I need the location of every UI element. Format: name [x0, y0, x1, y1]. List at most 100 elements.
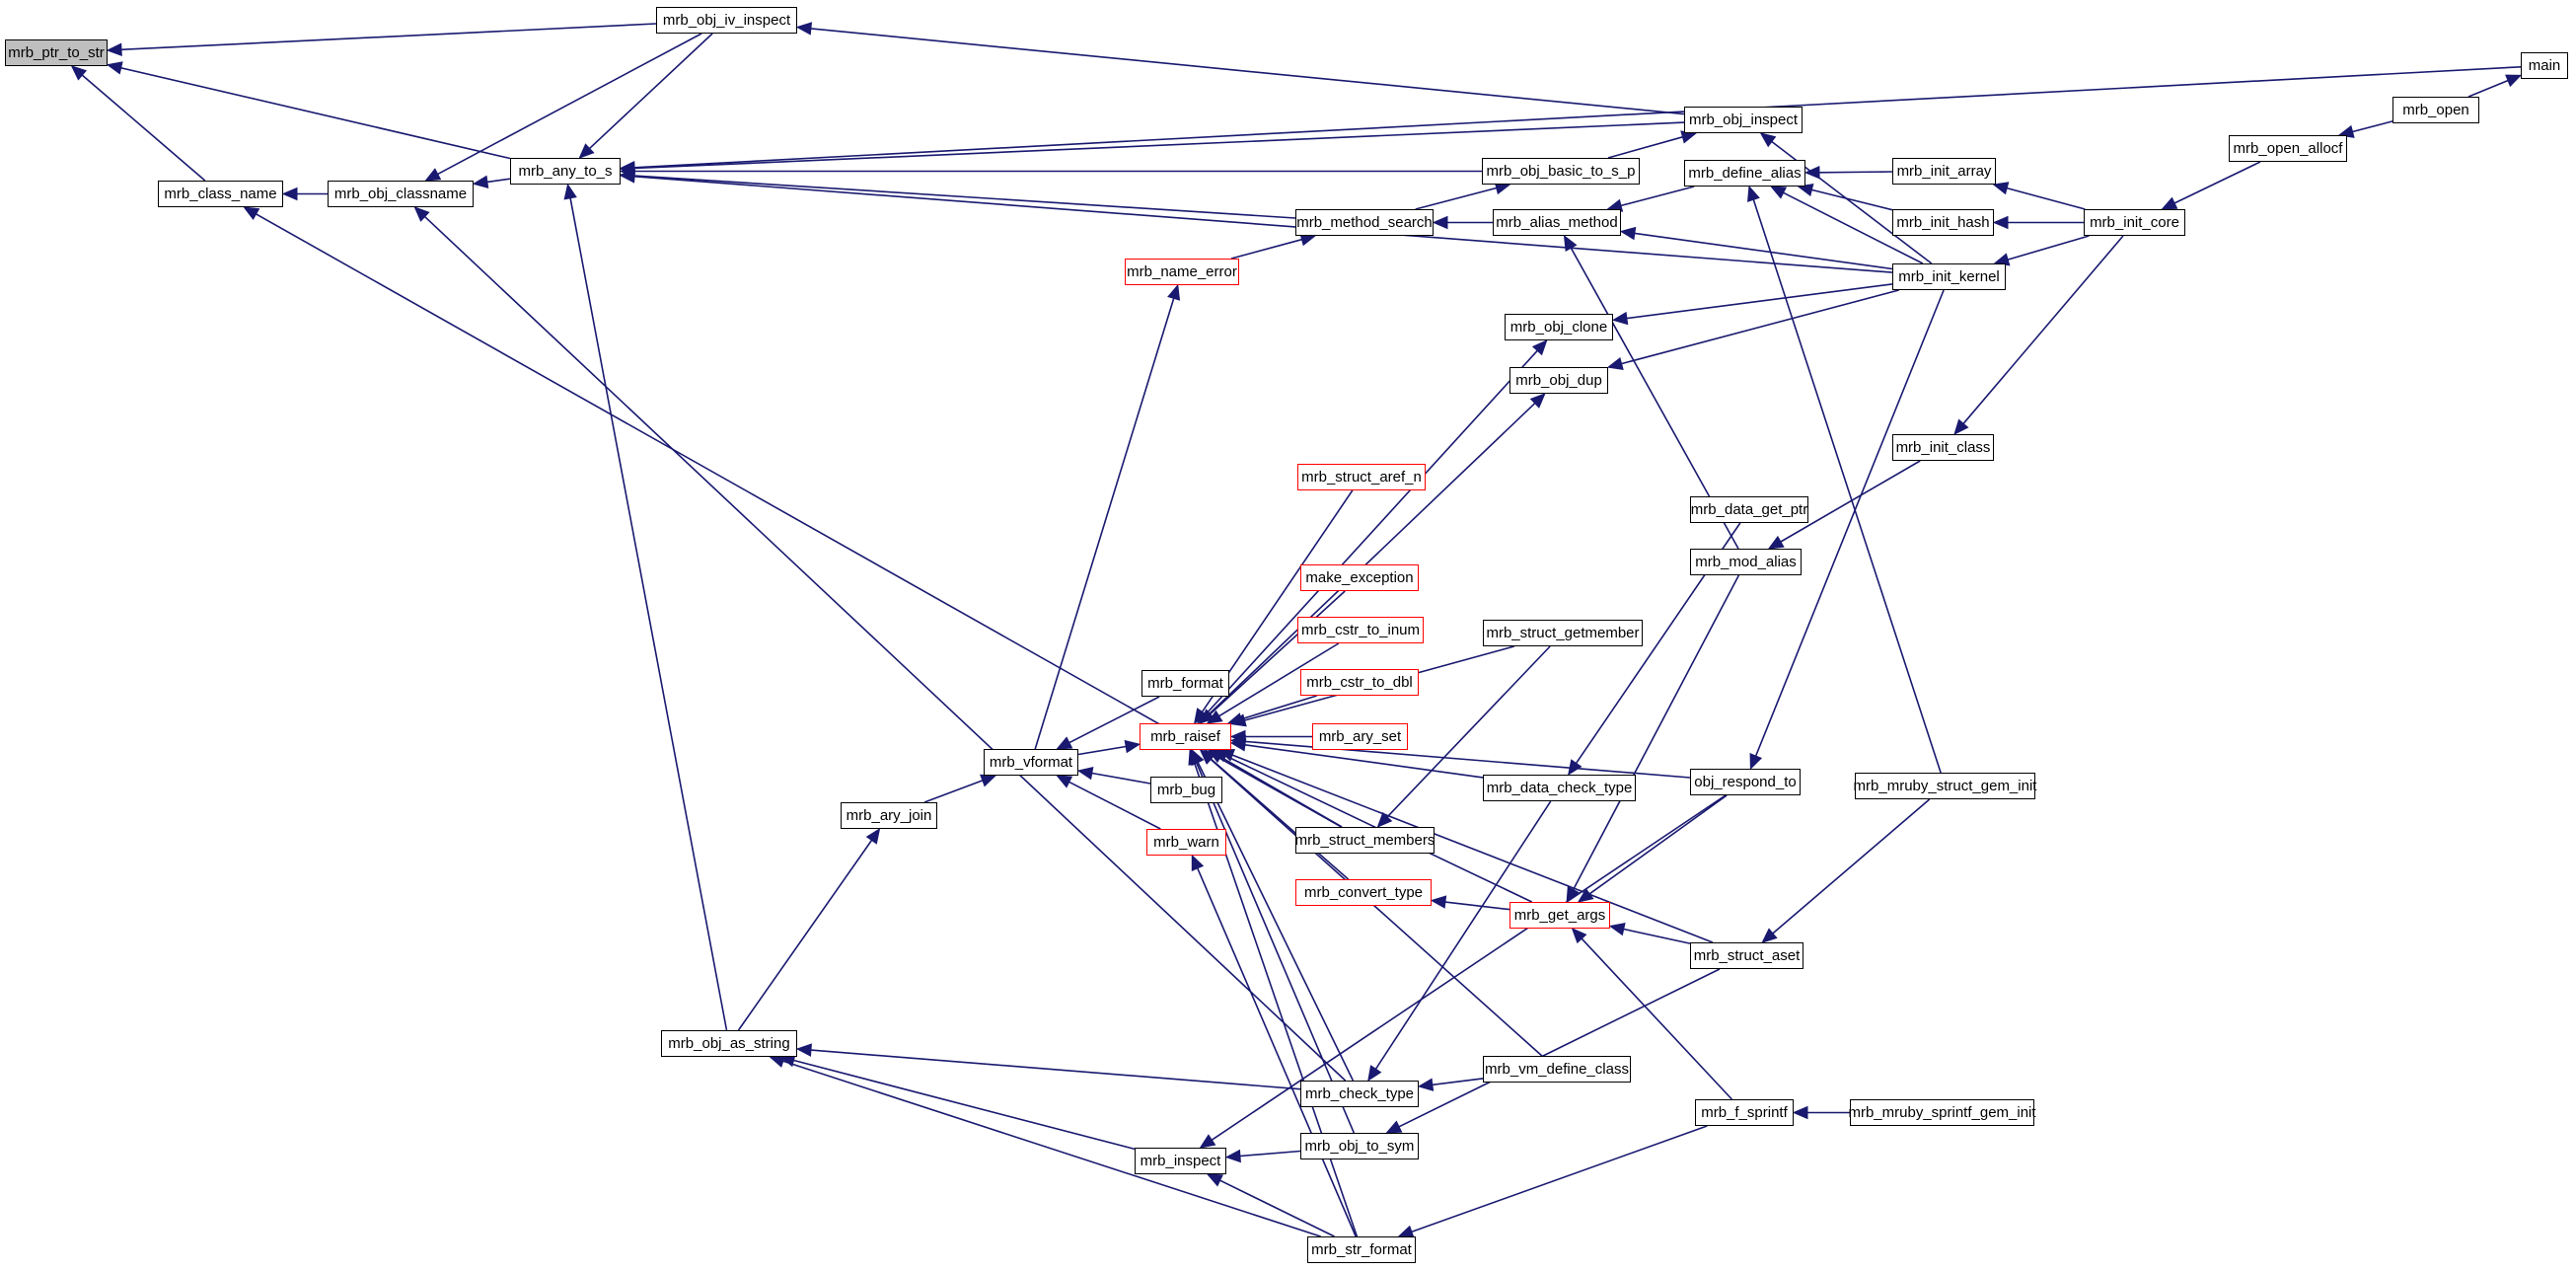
arrowhead — [795, 1043, 812, 1057]
node-mrb-struct-aset[interactable]: mrb_struct_aset — [1690, 942, 1803, 969]
call-edge — [633, 66, 2522, 169]
node-mrb-convert-type[interactable]: mrb_convert_type — [1295, 879, 1432, 906]
node-mrb-obj-iv-inspect[interactable]: mrb_obj_iv_inspect — [656, 7, 797, 34]
call-edge — [486, 178, 511, 184]
node-mrb-define-alias[interactable]: mrb_define_alias — [1684, 160, 1805, 187]
call-edge — [1091, 772, 1151, 785]
arrowhead — [2505, 74, 2523, 88]
call-edge — [1068, 781, 1161, 830]
call-edge — [1068, 696, 1160, 744]
node-mrb-f-sprintf[interactable]: mrb_f_sprintf — [1695, 1099, 1794, 1126]
node-label: mrb_open — [2402, 102, 2469, 118]
node-mrb-init-hash[interactable]: mrb_init_hash — [1892, 209, 1994, 236]
node-mrb-obj-dup[interactable]: mrb_obj_dup — [1509, 367, 1608, 394]
node-label: mrb_init_kernel — [1898, 268, 2000, 285]
call-edge — [1626, 283, 1893, 320]
call-edge — [120, 67, 511, 160]
node-label: mrb_obj_clone — [1509, 319, 1608, 336]
arrowhead — [1193, 708, 1209, 725]
node-mrb-bug[interactable]: mrb_bug — [1150, 777, 1222, 803]
call-edge — [1754, 289, 1945, 757]
call-edge — [589, 33, 713, 149]
arrowhead — [1577, 888, 1594, 903]
call-edge — [2467, 79, 2509, 98]
node-label: mrb_open_allocf — [2233, 140, 2343, 157]
node-label: mrb_struct_aset — [1693, 947, 1801, 964]
call-edge — [1077, 745, 1127, 756]
call-edge — [1634, 232, 1893, 270]
arrowhead — [1761, 928, 1778, 943]
node-mrb-name-error[interactable]: mrb_name_error — [1125, 259, 1239, 285]
node-mrb-open[interactable]: mrb_open — [2392, 97, 2479, 123]
node-mrb-data-check-type[interactable]: mrb_data_check_type — [1483, 775, 1636, 801]
call-edge — [120, 23, 657, 51]
node-mrb-inspect[interactable]: mrb_inspect — [1135, 1148, 1226, 1174]
arrowhead — [1608, 922, 1626, 936]
call-edge — [1211, 794, 1727, 1141]
call-edge — [1581, 937, 1732, 1100]
node-mrb-ptr-to-str[interactable]: mrb_ptr_to_str — [5, 39, 108, 66]
node-label: mrb_mruby_sprintf_gem_init — [1848, 1104, 2036, 1121]
node-mrb-cstr-to-dbl[interactable]: mrb_cstr_to_dbl — [1300, 669, 1419, 696]
node-mrb-init-core[interactable]: mrb_init_core — [2084, 209, 2185, 236]
arrowhead — [1529, 393, 1546, 409]
node-mrb-get-args[interactable]: mrb_get_args — [1509, 902, 1610, 929]
node-mrb-mruby-struct-gem-init[interactable]: mrb_mruby_struct_gem_init — [1854, 773, 2036, 799]
arrowhead — [1769, 186, 1788, 199]
node-mrb-vm-define-class[interactable]: mrb_vm_define_class — [1483, 1056, 1631, 1083]
node-mrb-vformat[interactable]: mrb_vformat — [984, 749, 1078, 776]
arrowhead — [1767, 535, 1785, 550]
node-mrb-obj-basic-to-s-p[interactable]: mrb_obj_basic_to_s_p — [1482, 158, 1640, 185]
node-mrb-alias-method[interactable]: mrb_alias_method — [1493, 209, 1621, 236]
call-edge — [1195, 762, 1356, 1134]
node-mrb-cstr-to-inum[interactable]: mrb_cstr_to_inum — [1297, 617, 1424, 643]
call-edge — [1411, 1125, 1708, 1234]
node-mrb-ary-join[interactable]: mrb_ary_join — [841, 802, 937, 829]
node-mrb-check-type[interactable]: mrb_check_type — [1300, 1081, 1419, 1107]
node-mrb-obj-to-sym[interactable]: mrb_obj_to_sym — [1300, 1133, 1419, 1159]
node-mrb-obj-inspect[interactable]: mrb_obj_inspect — [1684, 107, 1803, 133]
arrowhead — [1747, 185, 1760, 202]
node-mrb-init-kernel[interactable]: mrb_init_kernel — [1892, 263, 2006, 290]
node-mrb-open-allocf[interactable]: mrb_open_allocf — [2229, 135, 2347, 162]
node-mrb-raisef[interactable]: mrb_raisef — [1140, 723, 1231, 750]
node-mrb-obj-classname[interactable]: mrb_obj_classname — [328, 181, 474, 207]
node-mrb-struct-members[interactable]: mrb_struct_members — [1295, 827, 1435, 854]
node-mrb-class-name[interactable]: mrb_class_name — [158, 181, 283, 207]
node-mrb-struct-aref-n[interactable]: mrb_struct_aref_n — [1297, 464, 1426, 490]
node-mrb-method-search[interactable]: mrb_method_search — [1295, 209, 1434, 236]
node-label: mrb_define_alias — [1688, 165, 1802, 182]
node-mrb-ary-set[interactable]: mrb_ary_set — [1312, 723, 1408, 750]
call-edge — [1219, 756, 1343, 828]
arrowhead — [1749, 753, 1763, 771]
node-obj-respond-to[interactable]: obj_respond_to — [1690, 769, 1801, 795]
node-mrb-warn[interactable]: mrb_warn — [1146, 829, 1226, 856]
node-mrb-init-array[interactable]: mrb_init_array — [1892, 158, 1996, 185]
node-mrb-init-class[interactable]: mrb_init_class — [1892, 434, 1994, 461]
node-mrb-obj-as-string[interactable]: mrb_obj_as_string — [661, 1030, 797, 1057]
call-edge — [437, 33, 702, 176]
call-edge — [1783, 191, 1924, 264]
call-edge — [810, 1049, 1301, 1090]
node-make-exception[interactable]: make_exception — [1300, 564, 1419, 591]
arrowhead — [1803, 166, 1820, 180]
node-mrb-mod-alias[interactable]: mrb_mod_alias — [1690, 549, 1802, 575]
arrowhead — [578, 143, 595, 159]
node-mrb-mruby-sprintf-gem-init[interactable]: mrb_mruby_sprintf_gem_init — [1848, 1099, 2036, 1126]
node-mrb-struct-getmember[interactable]: mrb_struct_getmember — [1483, 620, 1643, 646]
node-label: mrb_alias_method — [1496, 214, 1618, 231]
arrowhead — [1206, 710, 1223, 724]
node-label: mrb_method_search — [1296, 214, 1433, 231]
node-mrb-data-get-ptr[interactable]: mrb_data_get_ptr — [1690, 496, 1808, 523]
node-mrb-format[interactable]: mrb_format — [1141, 670, 1229, 697]
arrowhead — [1199, 1134, 1216, 1149]
node-label: mrb_data_get_ptr — [1690, 501, 1808, 518]
arrowhead — [1199, 709, 1215, 724]
node-mrb-obj-clone[interactable]: mrb_obj_clone — [1505, 314, 1613, 340]
arrowhead — [1385, 1120, 1403, 1134]
call-edge — [2352, 120, 2393, 133]
node-mrb-any-to-s[interactable]: mrb_any_to_s — [510, 158, 621, 185]
node-mrb-str-format[interactable]: mrb_str_format — [1307, 1236, 1416, 1263]
node-main[interactable]: main — [2521, 52, 2568, 79]
